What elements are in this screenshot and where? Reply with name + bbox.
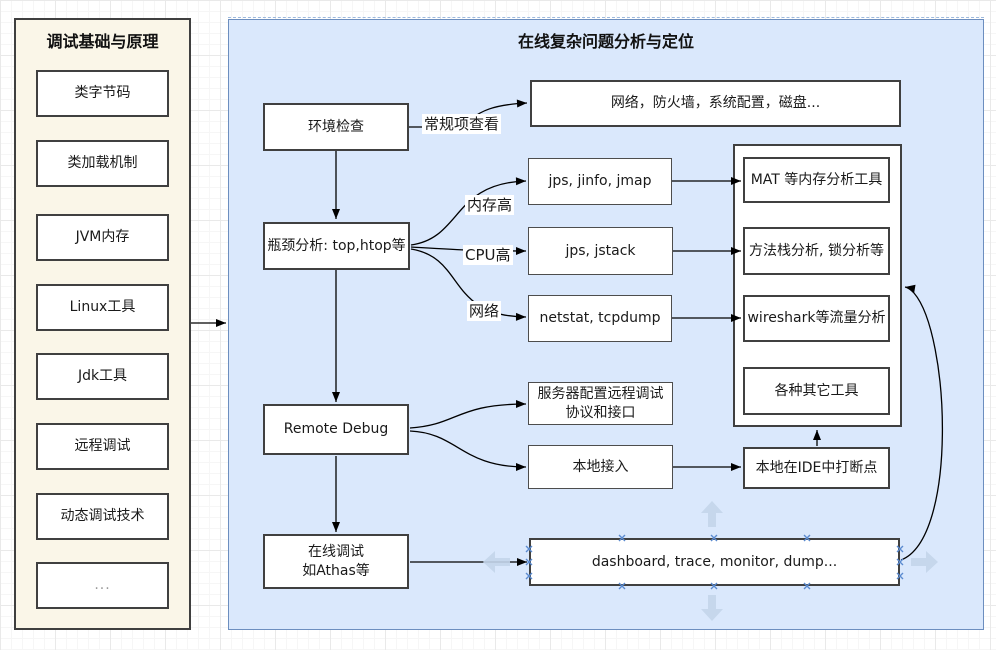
left-item-linux-tools[interactable]: Linux工具 bbox=[36, 284, 169, 331]
node-net-tools[interactable]: netstat, tcpdump bbox=[528, 295, 672, 342]
left-item-dynamic-debug[interactable]: 动态调试技术 bbox=[36, 493, 169, 540]
left-item-classloading[interactable]: 类加载机制 bbox=[36, 140, 169, 187]
right-panel-title: 在线复杂问题分析与定位 bbox=[517, 32, 694, 51]
node-ide-breakpoint[interactable]: 本地在IDE中打断点 bbox=[743, 447, 890, 489]
edge-label-routine-check[interactable]: 常规项查看 bbox=[422, 114, 502, 134]
node-server-config[interactable]: 服务器配置远程调试 协议和接口 bbox=[528, 382, 673, 425]
node-cpu-tools[interactable]: jps, jstack bbox=[528, 227, 673, 275]
left-panel-title: 调试基础与原理 bbox=[46, 32, 159, 51]
node-routine-items[interactable]: 网络，防火墙，系统配置，磁盘... bbox=[530, 80, 901, 127]
left-item-ellipsis[interactable]: ... bbox=[36, 562, 169, 609]
node-other-tools[interactable]: 各种其它工具 bbox=[743, 367, 890, 415]
node-online-debug[interactable]: 在线调试 如Athas等 bbox=[263, 534, 409, 589]
left-item-jvm-memory[interactable]: JVM内存 bbox=[36, 214, 169, 261]
left-item-jdk-tools[interactable]: Jdk工具 bbox=[36, 353, 169, 400]
edge-label-high-memory[interactable]: 内存高 bbox=[465, 195, 515, 215]
node-mem-tools[interactable]: jps, jinfo, jmap bbox=[528, 158, 672, 205]
left-item-remote-debug[interactable]: 远程调试 bbox=[36, 423, 169, 470]
node-mem-analyzer[interactable]: MAT 等内存分析工具 bbox=[743, 157, 890, 203]
node-stack-analyzer[interactable]: 方法栈分析, 锁分析等 bbox=[743, 227, 890, 275]
node-local-access[interactable]: 本地接入 bbox=[528, 445, 673, 489]
edge-label-network[interactable]: 网络 bbox=[467, 301, 502, 321]
node-traffic-analyzer[interactable]: wireshark等流量分析 bbox=[743, 295, 890, 342]
node-bottleneck[interactable]: 瓶颈分析: top,htop等 bbox=[263, 222, 410, 270]
node-env-check[interactable]: 环境检查 bbox=[263, 103, 409, 151]
edge-label-high-cpu[interactable]: CPU高 bbox=[463, 245, 513, 265]
node-remote-debug[interactable]: Remote Debug bbox=[263, 404, 409, 455]
panel-selection-dashes bbox=[228, 17, 984, 18]
node-dashboard[interactable]: dashboard, trace, monitor, dump... bbox=[529, 538, 900, 586]
left-item-bytecode[interactable]: 类字节码 bbox=[36, 70, 169, 117]
